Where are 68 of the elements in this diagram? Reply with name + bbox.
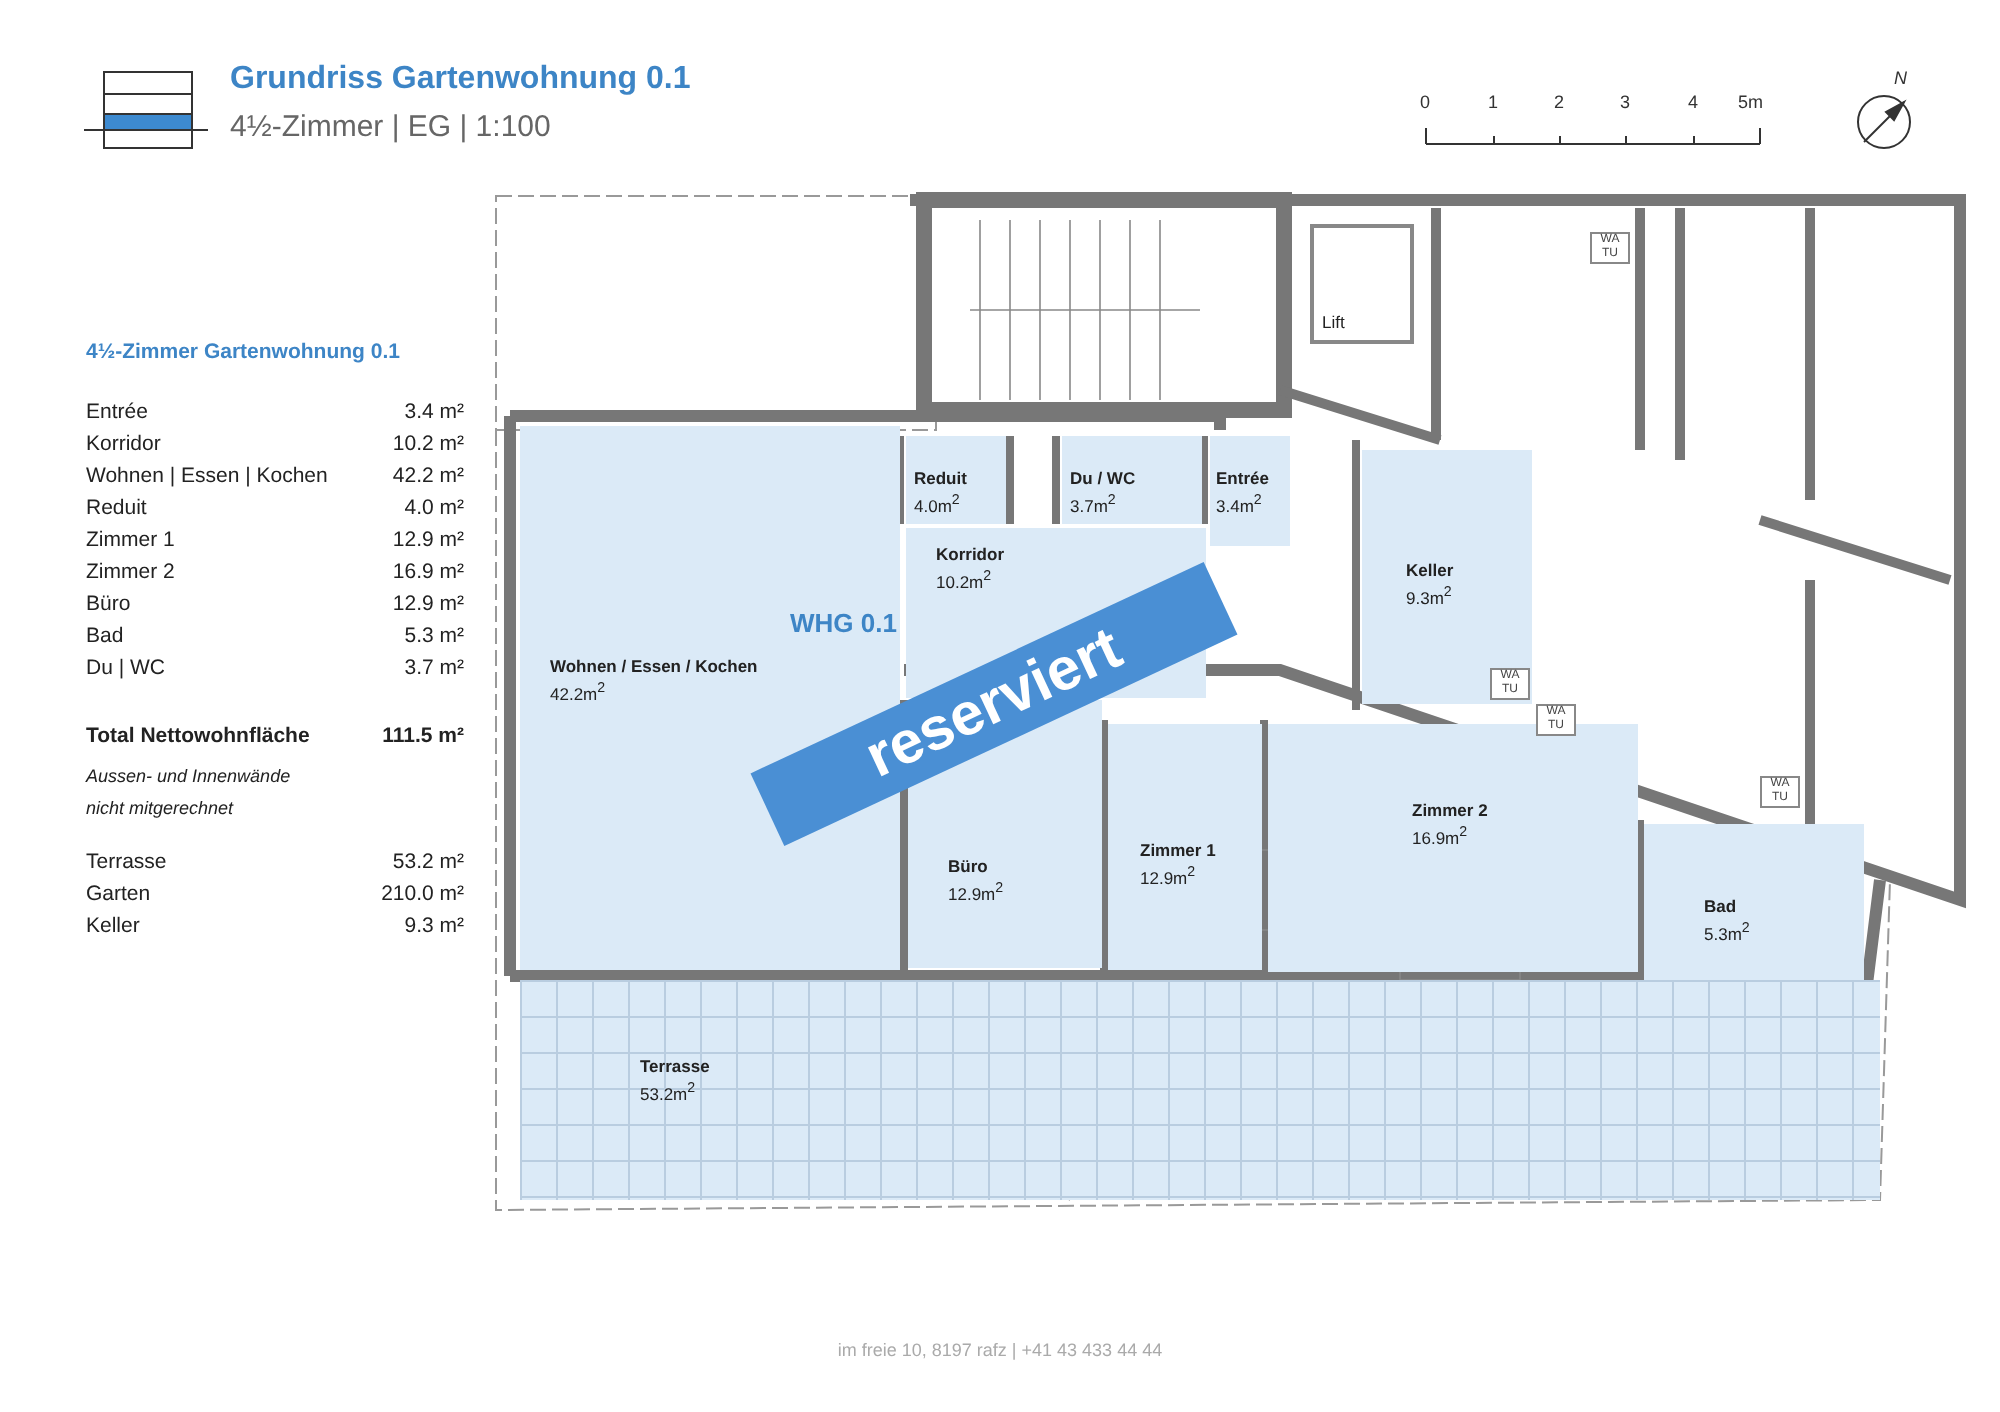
area-value-cell: 3.7 m² — [404, 656, 464, 680]
room-name-cell: Korridor — [86, 432, 161, 456]
room-name: Du / WC — [1070, 468, 1136, 490]
room-area-text: 53.2m$^{2}$ — [640, 1078, 698, 1106]
elevator-area — [1310, 224, 1414, 344]
scale-label: 0 — [1420, 92, 1431, 112]
area-value-cell: 16.9 m² — [392, 560, 464, 584]
area-value-cell: 5.3 m² — [404, 624, 464, 648]
total-value: 111.5 m² — [382, 724, 464, 748]
scale-label: 1 — [1488, 92, 1499, 112]
area-value-cell: 42.2 m² — [392, 464, 464, 488]
scale-label: 4 — [1688, 92, 1699, 112]
room-area-text: 12.9m$^{2}$ — [948, 878, 1004, 906]
subtitle: 4½-Zimmer | EG | 1:100 — [230, 110, 551, 144]
room-name: Terrasse — [640, 1056, 710, 1078]
terrace-area — [520, 980, 1880, 1200]
room-name-cell: Reduit — [86, 496, 147, 520]
room-area-text: 16.9m$^{2}$ — [1412, 822, 1470, 850]
table-heading: 4½-Zimmer Gartenwohnung 0.1 — [86, 340, 400, 364]
room-name-cell: Büro — [86, 592, 131, 616]
north-label: N — [1894, 68, 1907, 88]
room-name: Keller — [1406, 560, 1454, 582]
room-area — [1362, 450, 1532, 704]
room-name-cell: Keller — [86, 914, 140, 938]
room-name-cell: Bad — [86, 624, 124, 648]
room-name-cell: Garten — [86, 882, 151, 906]
room-area — [906, 436, 1006, 524]
room-name: Entrée — [1216, 468, 1269, 490]
room-name: Reduit — [914, 468, 967, 490]
area-value-cell: 9.3 m² — [404, 914, 464, 938]
area-value-cell: 12.9 m² — [392, 592, 464, 616]
room-name: Korridor — [936, 544, 1004, 566]
room-area — [1210, 436, 1290, 546]
area-value-cell: 210.0 m² — [381, 882, 464, 906]
room-name: Lift — [1322, 312, 1345, 334]
room-area-text: 12.9m$^{2}$ — [1140, 862, 1198, 890]
scale-label: 3 — [1620, 92, 1631, 112]
room-name-cell: Entrée — [86, 400, 148, 424]
room-name: Zimmer 2 — [1412, 800, 1488, 822]
area-value-cell: 12.9 m² — [392, 528, 464, 552]
area-value-cell: 4.0 m² — [404, 496, 464, 520]
room-area-text: 3.4m$^{2}$ — [1216, 490, 1264, 518]
scale-label: 5m — [1738, 92, 1764, 112]
room-area-text: 4.0m$^{2}$ — [914, 490, 962, 518]
room-name-cell: Du | WC — [86, 656, 165, 680]
room-area-text: 10.2m$^{2}$ — [936, 566, 994, 594]
room-area-text: 3.7m$^{2}$ — [1070, 490, 1118, 518]
room-area — [1644, 824, 1864, 984]
room-area-text: 9.3m$^{2}$ — [1406, 582, 1454, 610]
room-name: Bad — [1704, 896, 1739, 918]
room-name-cell: Zimmer 1 — [86, 528, 175, 552]
area-value-cell: 3.4 m² — [404, 400, 464, 424]
room-area-text: 42.2m$^{2}$ — [550, 678, 608, 706]
footnote: Aussen- und Innenwände nicht mitgerechnet — [86, 764, 293, 822]
room-name: Büro — [948, 856, 990, 878]
apartment-label: WHG 0.1 — [790, 608, 897, 638]
area-value-cell: 53.2 m² — [392, 850, 464, 874]
room-area-text: 5.3m$^{2}$ — [1704, 918, 1750, 946]
room-name: Zimmer 1 — [1140, 840, 1216, 862]
room-name-cell: Zimmer 2 — [86, 560, 175, 584]
scale-label: 2 — [1554, 92, 1565, 112]
total-label: Total Nettowohnfläche — [86, 724, 310, 748]
room-name-cell: Wohnen | Essen | Kochen — [86, 464, 328, 488]
room-name-cell: Terrasse — [86, 850, 167, 874]
footer-text: im freie 10, 8197 rafz | +41 43 433 44 44 — [835, 1340, 1165, 1360]
area-value-cell: 10.2 m² — [392, 432, 464, 456]
room-area — [1062, 436, 1202, 524]
plan-title: Grundriss Gartenwohnung 0.1 — [230, 62, 691, 98]
